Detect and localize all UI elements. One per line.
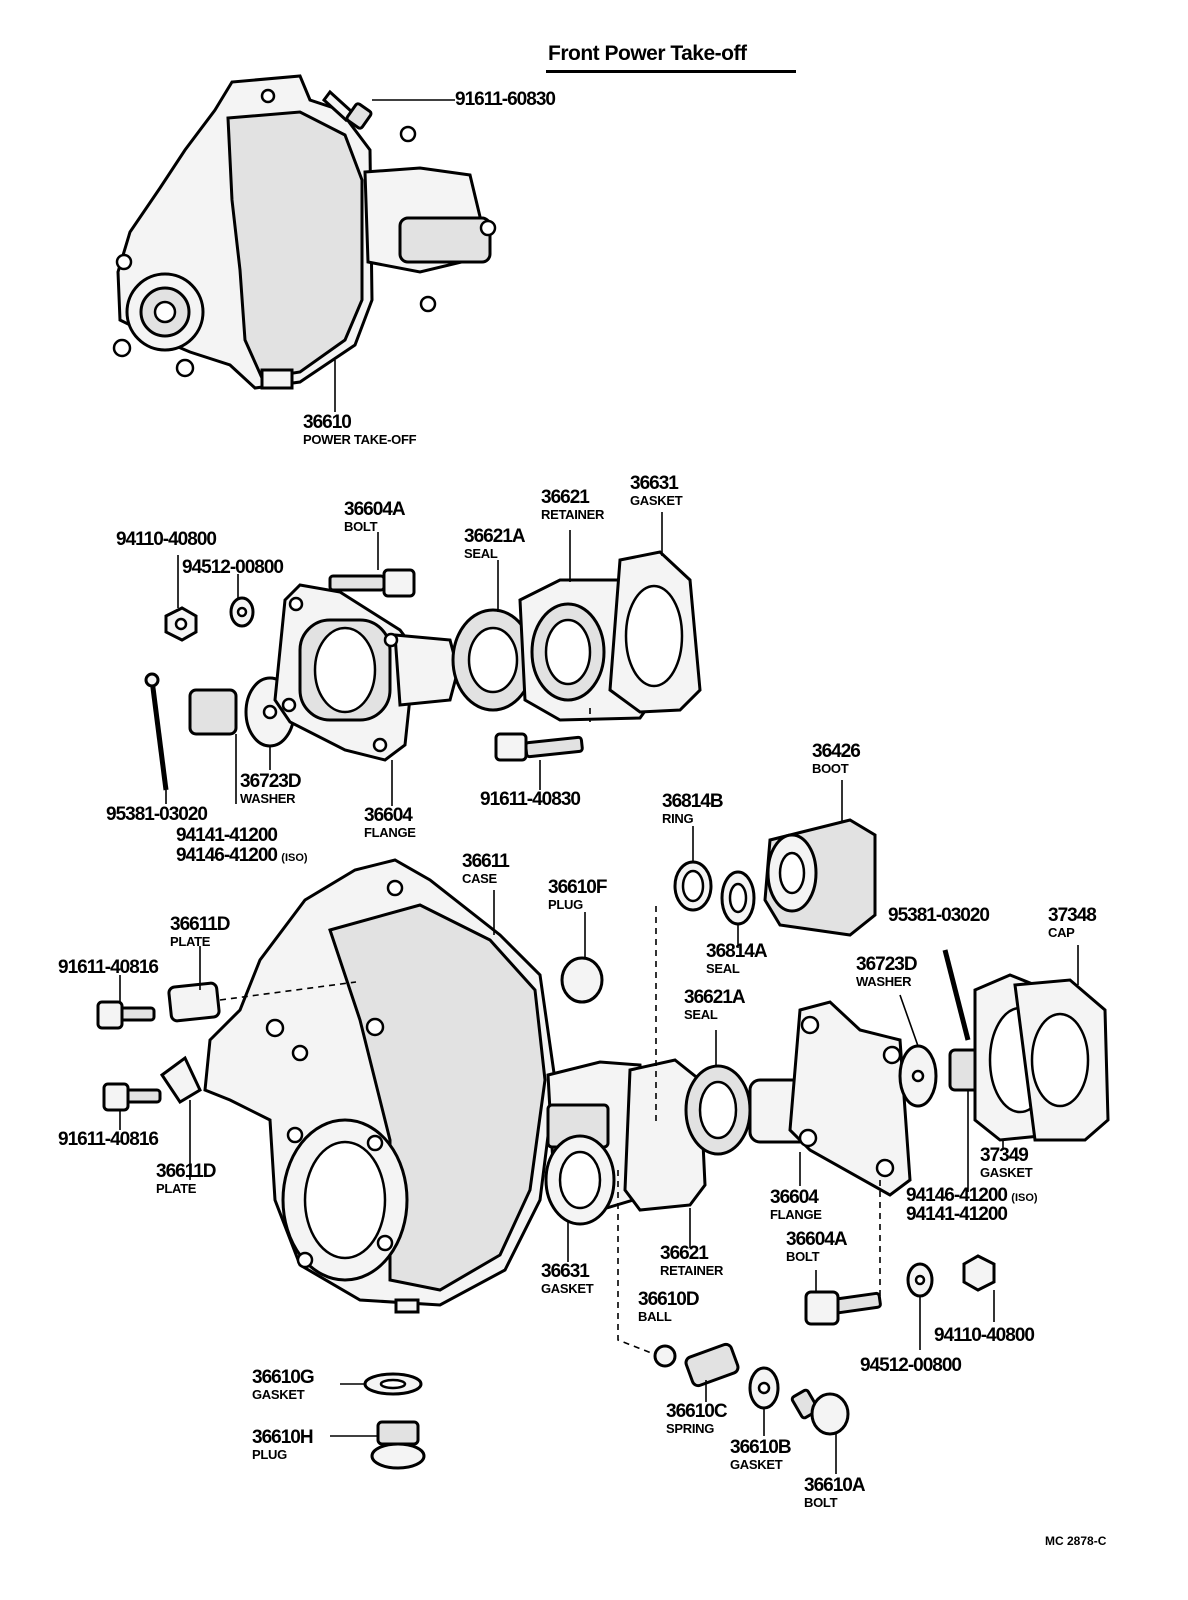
- label-94146-41200-lower: 94146-41200 (ISO): [906, 1185, 1038, 1206]
- label-94512-00800-upper: 94512-00800: [182, 557, 284, 578]
- label-91611-60830: 91611-60830: [455, 89, 556, 110]
- label-94110-40800-lower: 94110-40800: [934, 1325, 1035, 1346]
- drawing-code: MC 2878-C: [1045, 1534, 1107, 1548]
- power-take-off-assembly: [112, 74, 497, 412]
- label-95381-03020-lower: 95381-03020: [888, 905, 990, 926]
- label-91611-40816-upper: 91611-40816: [58, 957, 159, 978]
- upper-flange-group: [144, 512, 702, 806]
- label-94141-41200-upper: 94141-41200: [176, 825, 278, 846]
- label-94512-00800-lower: 94512-00800: [860, 1355, 962, 1376]
- diagram-title: Front Power Take-off: [548, 42, 747, 65]
- label-94141-41200-lower: 94141-41200: [906, 1204, 1008, 1225]
- label-91611-40830: 91611-40830: [480, 789, 581, 810]
- label-95381-03020-upper: 95381-03020: [106, 804, 208, 825]
- title-underline: [546, 70, 796, 73]
- label-91611-40816-lower: 91611-40816: [58, 1129, 159, 1150]
- case-assembly: [96, 780, 1110, 1474]
- label-94110-40800-upper: 94110-40800: [116, 529, 217, 550]
- label-94146-41200-upper: 94146-41200 (ISO): [176, 845, 308, 866]
